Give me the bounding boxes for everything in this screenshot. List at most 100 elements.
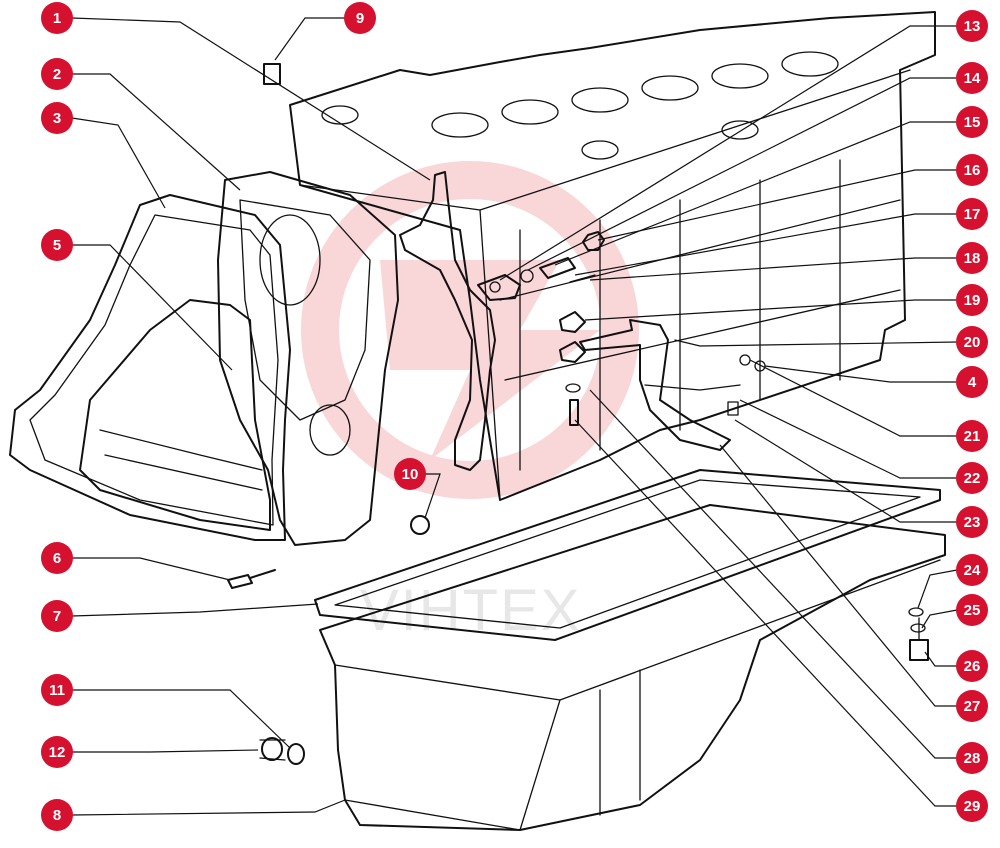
callout-number: 26 (964, 658, 981, 675)
callout-19: 19 (956, 284, 988, 316)
callout-number: 7 (53, 608, 61, 625)
callout-15: 15 (956, 106, 988, 138)
callout-number: 28 (964, 750, 981, 767)
callout-badge-circle (41, 58, 73, 90)
callout-24: 24 (956, 554, 988, 586)
cover-gasket (9, 194, 291, 541)
callout-number: 2 (53, 66, 61, 83)
side-gasket (399, 171, 496, 471)
callout-badge-circle (956, 790, 988, 822)
callout-11: 11 (41, 674, 73, 706)
callout-27: 27 (956, 690, 988, 722)
callout-number: 17 (964, 206, 981, 223)
callout-number: 21 (964, 428, 981, 445)
callout-badges: 1234567891011121314151617181920212223242… (41, 2, 988, 831)
callout-badge-circle (956, 106, 988, 138)
callout-badge-circle (956, 198, 988, 230)
callout-13: 13 (956, 10, 988, 42)
callout-number: 3 (53, 110, 61, 127)
callout-9: 9 (344, 2, 376, 34)
callout-10: 10 (394, 458, 426, 490)
callout-number: 15 (964, 114, 981, 131)
callout-badge-circle (956, 326, 988, 358)
callout-badge-circle (956, 10, 988, 42)
callout-badge-circle (344, 2, 376, 34)
callout-20: 20 (956, 326, 988, 358)
callout-number: 29 (964, 798, 981, 815)
leader-lines (71, 17, 958, 816)
callout-badge-circle (41, 542, 73, 574)
callout-badge-circle (956, 594, 988, 626)
callout-1: 1 (41, 2, 73, 34)
callout-number: 25 (964, 602, 981, 619)
plug-10 (410, 515, 430, 535)
oil-pan (319, 504, 946, 831)
callout-7: 7 (41, 600, 73, 632)
callout-number: 9 (356, 10, 364, 27)
callout-badge-circle (956, 242, 988, 274)
callout-badge-circle (956, 690, 988, 722)
callout-21: 21 (956, 420, 988, 452)
callout-28: 28 (956, 742, 988, 774)
callout-25: 25 (956, 594, 988, 626)
callout-number: 18 (964, 250, 981, 267)
callout-number: 6 (53, 550, 61, 567)
callout-badge-circle (956, 650, 988, 682)
callout-number: 19 (964, 292, 981, 309)
callout-23: 23 (956, 506, 988, 538)
callout-badge-circle (956, 154, 988, 186)
callout-2: 2 (41, 58, 73, 90)
callout-16: 16 (956, 154, 988, 186)
callout-number: 1 (53, 10, 61, 27)
drain-plug (259, 737, 305, 765)
callout-badge-circle (956, 62, 988, 94)
callout-badge-circle (41, 674, 73, 706)
callout-12: 12 (41, 736, 73, 768)
callout-26: 26 (956, 650, 988, 682)
pan-bolt-set (908, 607, 929, 661)
callout-badge-circle (41, 600, 73, 632)
watermark-logo (301, 161, 639, 499)
callout-number: 23 (964, 514, 981, 531)
callout-badge-circle (956, 366, 988, 398)
callout-badge-circle (956, 742, 988, 774)
plug-9 (263, 63, 281, 85)
callout-number: 16 (964, 162, 981, 179)
callout-number: 5 (53, 237, 61, 254)
callout-number: 4 (968, 374, 977, 391)
callout-badge-circle (41, 229, 73, 261)
callout-number: 12 (49, 744, 66, 761)
bolt-6 (227, 569, 276, 589)
callout-29: 29 (956, 790, 988, 822)
callout-badge-circle (41, 799, 73, 831)
callout-badge-circle (956, 462, 988, 494)
callout-number: 14 (964, 70, 981, 87)
callout-badge-circle (956, 284, 988, 316)
watermark-text: VIHTEX (360, 578, 582, 643)
callout-badge-circle (956, 506, 988, 538)
callout-number: 11 (49, 682, 65, 699)
callout-badge-circle (956, 554, 988, 586)
callout-18: 18 (956, 242, 988, 274)
callout-14: 14 (956, 62, 988, 94)
backplate (79, 299, 271, 531)
callout-badge-circle (41, 2, 73, 34)
callout-3: 3 (41, 102, 73, 134)
oil-pan-gasket (314, 469, 941, 641)
callout-4: 4 (956, 366, 988, 398)
callout-badge-circle (394, 458, 426, 490)
callout-badge-circle (956, 420, 988, 452)
callout-number: 8 (53, 807, 61, 824)
callout-17: 17 (956, 198, 988, 230)
callout-number: 24 (964, 562, 981, 579)
callout-6: 6 (41, 542, 73, 574)
callout-number: 22 (964, 470, 981, 487)
callout-badge-circle (41, 102, 73, 134)
callout-number: 10 (402, 466, 419, 483)
callout-5: 5 (41, 229, 73, 261)
callout-number: 20 (964, 334, 981, 351)
callout-badge-circle (41, 736, 73, 768)
oil-pump-parts (477, 231, 766, 451)
callout-8: 8 (41, 799, 73, 831)
